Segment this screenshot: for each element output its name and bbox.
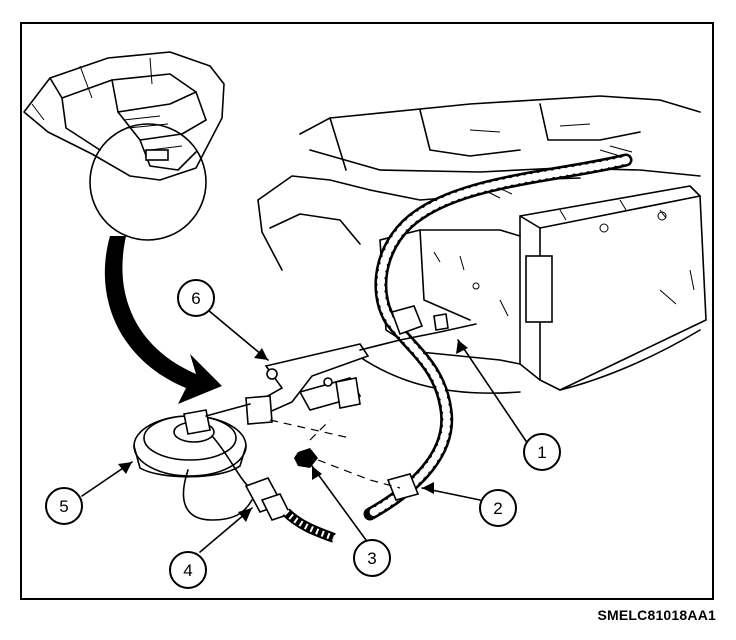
vehicle-front-structure	[257, 95, 707, 394]
callout-3: 3	[353, 539, 391, 577]
figure-code: SMELC81018AA1	[597, 607, 716, 623]
callout-6: 6	[177, 279, 215, 317]
horn-bracket	[245, 323, 477, 425]
callout-5-label: 5	[59, 497, 68, 516]
callout-3-label: 3	[367, 549, 376, 568]
horn-connector	[182, 435, 336, 543]
vehicle-overview	[23, 51, 225, 181]
wiring-harness	[363, 153, 633, 521]
callout-5: 5	[45, 487, 83, 525]
callout-4-label: 4	[183, 561, 192, 580]
callout-1-label: 1	[537, 443, 546, 462]
callout-2-label: 2	[493, 499, 502, 518]
detail-arrow	[104, 236, 222, 404]
detail-circle	[89, 123, 207, 241]
callout-1: 1	[523, 433, 561, 471]
leader-arrowheads	[118, 340, 468, 522]
callout-2: 2	[479, 489, 517, 527]
callout-4: 4	[169, 551, 207, 589]
horn	[133, 403, 251, 478]
horn-nut	[269, 419, 401, 489]
callout-6-label: 6	[191, 289, 200, 308]
